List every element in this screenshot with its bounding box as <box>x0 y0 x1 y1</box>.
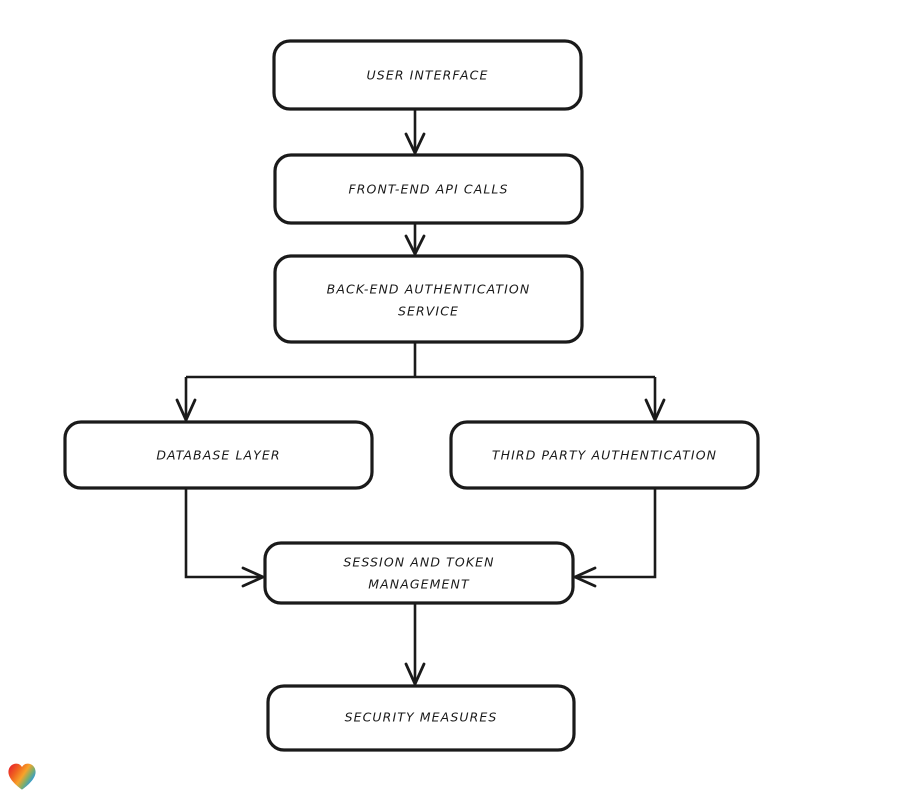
edge-database-to-session <box>184 488 265 588</box>
edge-frontend-to-backend <box>404 223 426 256</box>
node-user-interface-label: USER INTERFACE <box>367 68 489 83</box>
node-third-party-authentication[interactable]: THIRD PARTY AUTHENTICATION <box>449 420 760 490</box>
node-database-layer[interactable]: DATABASE LAYER <box>63 420 374 490</box>
node-security-measures-box[interactable] <box>266 684 576 752</box>
edge-ui-to-frontend <box>404 109 426 155</box>
node-back-end-authentication-service[interactable]: BACK-END AUTHENTICATION SERVICE <box>273 254 584 344</box>
edge-thirdparty-to-session <box>573 488 657 588</box>
connector-layer <box>175 109 666 686</box>
node-user-interface-box[interactable] <box>272 39 583 111</box>
node-back-end-authentication-service-label-line1: BACK-END AUTHENTICATION <box>327 282 531 297</box>
node-database-layer-box[interactable] <box>63 420 374 490</box>
node-third-party-authentication-label: THIRD PARTY AUTHENTICATION <box>492 448 717 463</box>
node-front-end-api-calls-label: FRONT-END API CALLS <box>348 182 508 197</box>
edge-backend-to-thirdparty <box>644 377 666 422</box>
node-front-end-api-calls[interactable]: FRONT-END API CALLS <box>273 153 584 225</box>
edge-backend-to-database <box>175 377 197 422</box>
node-layer: USER INTERFACE FRONT-END API CALLS BACK-… <box>63 39 760 752</box>
edge-session-to-security <box>404 603 426 686</box>
node-back-end-authentication-service-label-line2: SERVICE <box>398 304 459 319</box>
node-session-and-token-management-label-line2: MANAGEMENT <box>368 577 470 592</box>
node-session-and-token-management-label-line1: SESSION AND TOKEN <box>343 555 494 570</box>
node-user-interface[interactable]: USER INTERFACE <box>272 39 583 111</box>
node-security-measures-label: SECURITY MEASURES <box>345 710 498 725</box>
node-session-and-token-management-box[interactable] <box>263 541 575 605</box>
node-front-end-api-calls-box[interactable] <box>273 153 584 225</box>
edge-backend-fork-stem <box>186 342 655 379</box>
node-database-layer-label: DATABASE LAYER <box>156 448 280 463</box>
heart-icon <box>8 763 36 790</box>
node-third-party-authentication-box[interactable] <box>449 420 760 490</box>
node-back-end-authentication-service-box[interactable] <box>273 254 584 344</box>
node-session-and-token-management[interactable]: SESSION AND TOKEN MANAGEMENT <box>263 541 575 605</box>
node-security-measures[interactable]: SECURITY MEASURES <box>266 684 576 752</box>
